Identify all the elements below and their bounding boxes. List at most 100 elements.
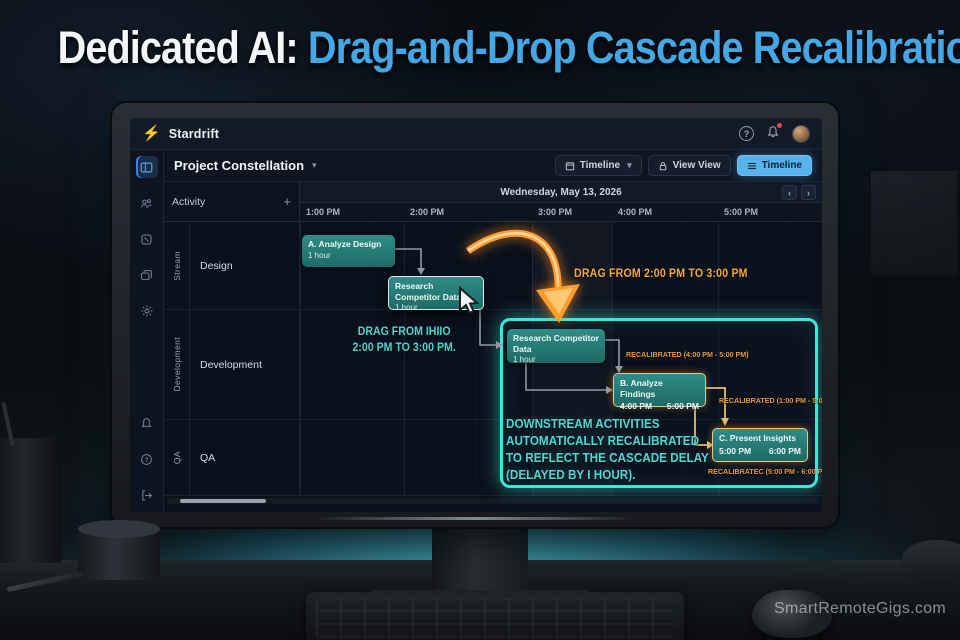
help-icon[interactable]: ?: [739, 126, 754, 141]
stream-cell: QA: [164, 420, 190, 495]
row-name[interactable]: Development: [190, 310, 300, 419]
sidebar: ?: [130, 150, 164, 512]
task-end-time: 5:00 PM: [666, 401, 699, 412]
activity-column-header: Activity +: [164, 182, 300, 222]
time-tick: 3:00 PM: [538, 207, 573, 217]
horizontal-scrollbar[interactable]: [166, 498, 820, 504]
sidebar-item-help[interactable]: ?: [136, 448, 158, 470]
headline-prefix: Dedicated AI:: [57, 22, 299, 73]
task-title: Research Competitor Data: [395, 281, 462, 302]
timeline-view-button[interactable]: Timeline: [736, 155, 812, 176]
time-tick: 5:00 PM: [724, 207, 759, 217]
task-card-present-insights[interactable]: C. Present Insights 5:00 PM 6:00 PM: [712, 428, 808, 462]
task-start-time: 4:00 PM: [620, 401, 653, 412]
svg-text:?: ?: [145, 456, 149, 463]
task-duration: 1 hour: [308, 250, 331, 260]
task-end-time: 6:00 PM: [768, 445, 801, 456]
row-design: Stream Design: [164, 222, 822, 310]
activity-header-label: Activity: [172, 195, 206, 208]
mouse-cursor-icon: [459, 286, 480, 315]
monitor-chin-light: [312, 517, 638, 520]
stream-label: QA: [171, 450, 182, 465]
row-qa: QA QA: [164, 420, 822, 496]
calendar-icon: [565, 161, 574, 170]
task-title: B. Analyze Findings: [620, 378, 663, 399]
drag-callout-teal-line2: 2:00 PM TO 3:00 PM.: [352, 342, 456, 355]
notebook: [0, 563, 133, 640]
prev-day-button[interactable]: ‹: [782, 185, 797, 200]
notification-badge: [777, 123, 782, 128]
time-axis: 1:00 PM 2:00 PM 3:00 PM 4:00 PM 5:00 PM: [300, 203, 822, 222]
pen-cup: [0, 438, 62, 563]
time-tick: 4:00 PM: [618, 207, 653, 217]
view-dropdown-label: Timeline: [579, 160, 621, 171]
keyboard: [306, 592, 684, 640]
timeline-button-label: Timeline: [761, 160, 802, 171]
view-view-label: View View: [672, 160, 721, 171]
row-name[interactable]: Design: [190, 222, 300, 309]
headline: Dedicated AI: Drag-and-Drop Cascade Reca…: [57, 22, 960, 74]
task-card-research-dragged[interactable]: Research Competitor Data 1 hour: [388, 276, 484, 313]
next-day-button[interactable]: ›: [801, 185, 816, 200]
task-title: Research Competitor Data: [513, 333, 599, 354]
mouse: [752, 590, 832, 638]
stream-cell: Stream: [164, 222, 190, 309]
downstream-annotation: DOWNSTREAM ACTIVITIES AUTOMATICALLY RECA…: [506, 416, 709, 484]
sidebar-item-board[interactable]: [135, 156, 158, 178]
downstream-line: AUTOMATICALLY RECALIBRATED: [506, 432, 700, 448]
app-logo-bolt-icon: ⚡: [142, 125, 161, 142]
app-name: Stardrift: [168, 126, 220, 141]
task-card-analyze-findings[interactable]: B. Analyze Findings 4:00 PM 5:00 PM: [613, 373, 706, 411]
view-dropdown-button[interactable]: Timeline ▾: [554, 155, 642, 176]
sidebar-item-tags[interactable]: [136, 228, 158, 250]
wall-picture-frame: [868, 168, 960, 278]
time-tick: 1:00 PM: [306, 207, 341, 217]
task-duration: 1 hour: [395, 303, 418, 313]
desk-coaster: [902, 540, 960, 586]
recalibrated-label-insights: RECALIBRATEC (5:00 PM - 6:00 PM): [708, 467, 822, 476]
stream-label: Stream: [171, 250, 182, 281]
row-development: Development Development: [164, 310, 822, 420]
task-card-research-dropped[interactable]: Research Competitor Data 1 hour: [507, 329, 605, 365]
sidebar-item-logout[interactable]: [136, 484, 158, 506]
row-name[interactable]: QA: [190, 420, 300, 495]
sidebar-item-files[interactable]: [136, 264, 158, 286]
drag-callout-orange: DRAG FROM 2:00 PM TO 3:00 PM: [574, 268, 748, 280]
task-title: C. Present Insights: [719, 433, 796, 443]
project-title-chevron-icon[interactable]: ▾: [312, 160, 317, 170]
downstream-line: DOWNSTREAM ACTIVITIES: [506, 416, 660, 431]
drag-callout-teal: DRAG FROM IHIIO 2:00 PM TO 3:00 PM.: [352, 324, 455, 356]
date-header-label: Wednesday, May 13, 2026: [500, 186, 622, 198]
bell-icon: [767, 126, 779, 138]
scrollbar-thumb[interactable]: [180, 499, 266, 503]
list-icon: [747, 162, 756, 169]
recalibrated-label-side: RECALIBRATED (1:00 PM - 5:00 PM): [719, 396, 822, 405]
view-view-button[interactable]: View View: [647, 155, 731, 176]
task-duration: 1 hour: [513, 355, 536, 365]
project-toolbar: Project Constellation ▾ Timeline ▾ View …: [164, 150, 822, 182]
avatar[interactable]: [792, 124, 810, 143]
sidebar-item-settings[interactable]: [136, 300, 158, 322]
sidebar-item-notifications[interactable]: [136, 412, 158, 434]
headline-highlight: Drag-and-Drop Cascade Recalibration: [297, 22, 960, 73]
sidebar-item-team[interactable]: [136, 192, 158, 214]
stream-label: Development: [171, 337, 182, 392]
task-title: A. Analyze Design: [308, 239, 382, 249]
monitor-stand-neck: [432, 527, 528, 595]
task-card-analyze-design[interactable]: A. Analyze Design 1 hour: [302, 235, 395, 267]
add-activity-button[interactable]: +: [283, 194, 291, 209]
app-screen: ⚡ Stardrift ?: [130, 118, 822, 512]
recalibrated-label-findings: RECALIBRATED (4:00 PM - 5:00 PM): [626, 350, 749, 359]
project-title[interactable]: Project Constellation: [174, 158, 305, 173]
app-header: ⚡ Stardrift ?: [130, 118, 822, 150]
watermark: SmartRemoteGigs.com: [774, 600, 946, 617]
stream-cell: Development: [164, 310, 190, 419]
task-start-time: 5:00 PM: [719, 445, 752, 456]
lock-icon: [659, 161, 666, 170]
time-tick: 2:00 PM: [410, 207, 445, 217]
downstream-line: TO REFLECT THE CASCADE DELAY: [506, 449, 709, 465]
notifications-button[interactable]: [766, 123, 782, 142]
downstream-line: (DELAYED BY I HOUR).: [506, 466, 636, 482]
date-header: Wednesday, May 13, 2026 ‹ ›: [300, 182, 822, 203]
drag-callout-teal-line1: DRAG FROM IHIIO: [357, 326, 451, 338]
